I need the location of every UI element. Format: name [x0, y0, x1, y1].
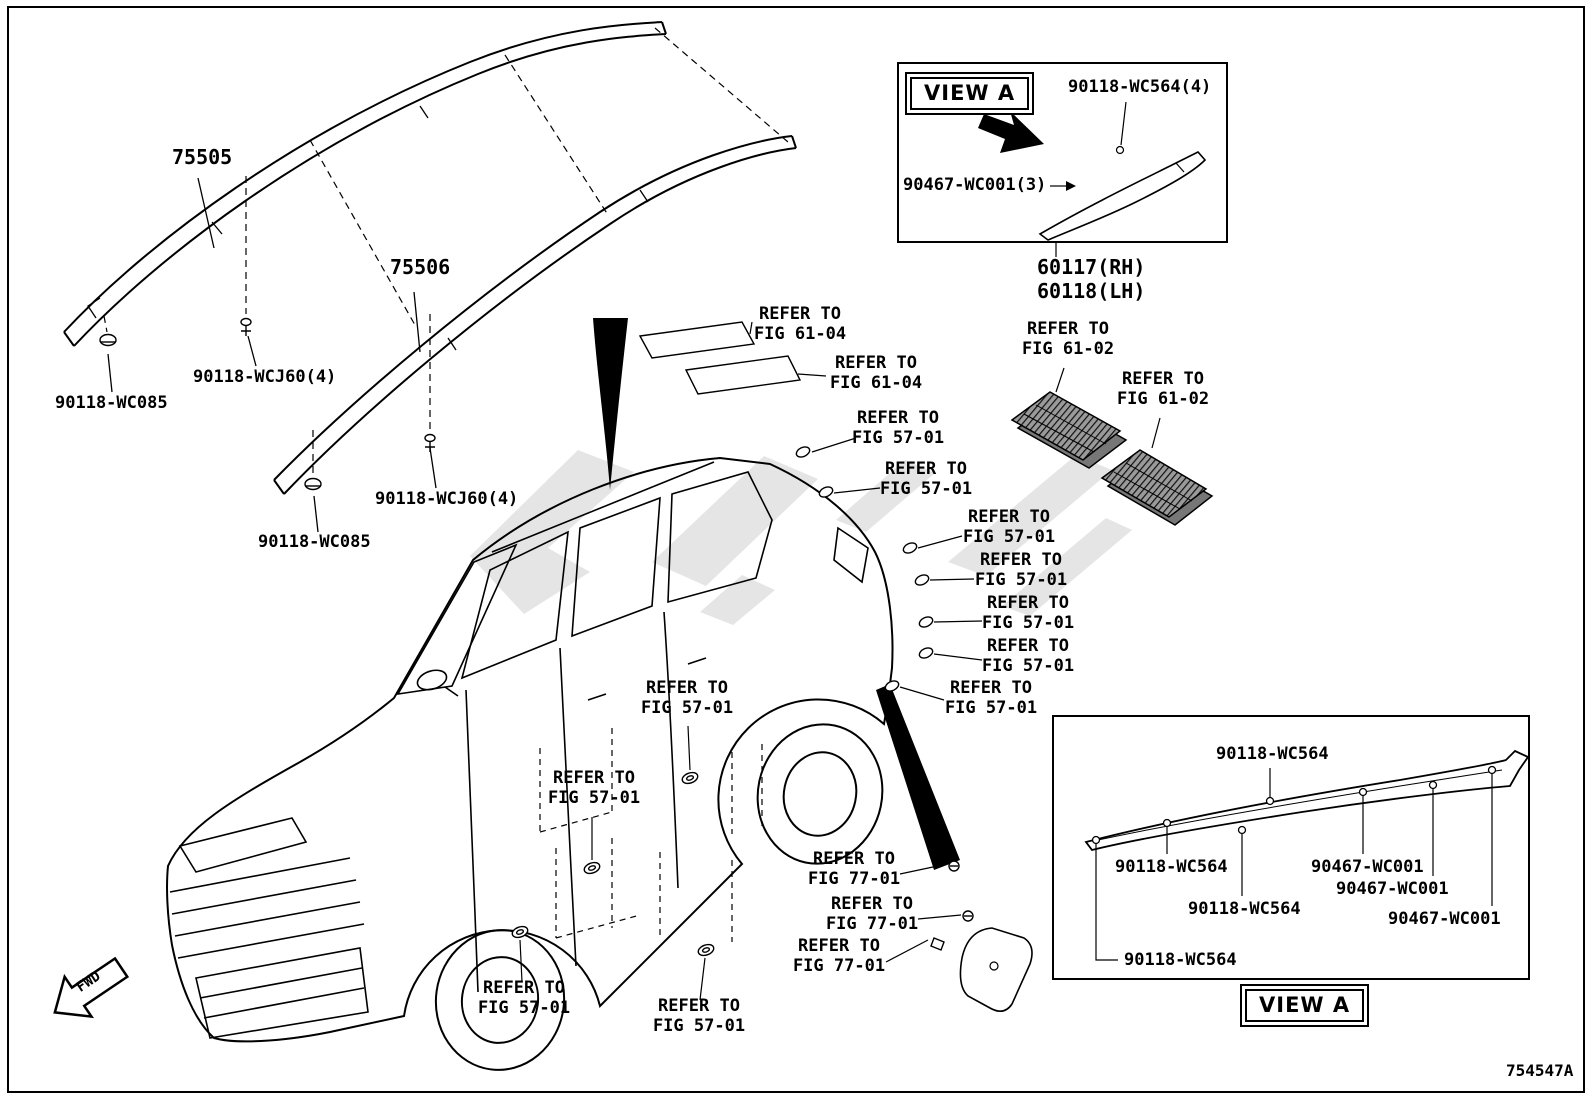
view-a-bottom-title-box: VIEW A	[1240, 984, 1370, 1027]
part-number-90118-wc564-qty4[interactable]: 90118-WC564(4)	[1068, 77, 1212, 97]
view-a-bottom-title: VIEW A	[1245, 989, 1365, 1022]
clip-icons	[511, 446, 934, 957]
callout-fig-77-01[interactable]: REFER TO FIG 77-01	[807, 849, 901, 889]
view-a-top-title: VIEW A	[910, 77, 1030, 110]
part-number-75505[interactable]: 75505	[172, 145, 233, 169]
view-a-bottom-art	[1084, 749, 1530, 961]
callout-fig-61-02[interactable]: REFER TO FIG 61-02	[1021, 319, 1115, 359]
pointer-wedge	[876, 684, 960, 870]
vehicle-drawing	[166, 456, 894, 1071]
callout-fig-57-01[interactable]: REFER TO FIG 57-01	[547, 768, 641, 808]
page-border	[7, 6, 1585, 1093]
film-parts	[638, 321, 802, 395]
fastener-label-90467-wc001[interactable]: 90467-WC001	[1311, 857, 1424, 877]
callout-fig-61-04[interactable]: REFER TO FIG 61-04	[829, 353, 923, 393]
grommet-icon	[99, 333, 117, 347]
fastener-label-90118-wc564[interactable]: 90118-WC564	[1124, 950, 1237, 970]
screw-icon	[240, 317, 252, 327]
callout-fig-61-04[interactable]: REFER TO FIG 61-04	[753, 304, 847, 344]
fwd-arrow-icon	[53, 956, 130, 1019]
part-number-60117-rh[interactable]: 60117(RH)	[1037, 255, 1146, 279]
callout-fig-57-01[interactable]: REFER TO FIG 57-01	[640, 678, 734, 718]
view-a-top-title-box: VIEW A	[905, 72, 1035, 115]
callout-fig-57-01[interactable]: REFER TO FIG 57-01	[944, 678, 1038, 718]
pointer-wedge	[593, 318, 628, 490]
part-number-90467-wc001-qty3[interactable]: 90467-WC001(3)	[903, 175, 1047, 195]
screw-icon	[424, 433, 436, 443]
callout-fig-57-01[interactable]: REFER TO FIG 57-01	[962, 507, 1056, 547]
callout-fig-57-01[interactable]: REFER TO FIG 57-01	[879, 459, 973, 499]
part-number-75506[interactable]: 75506	[390, 255, 451, 279]
callout-fig-77-01[interactable]: REFER TO FIG 77-01	[792, 936, 886, 976]
callout-fig-57-01[interactable]: REFER TO FIG 57-01	[851, 408, 945, 448]
callout-fig-57-01[interactable]: REFER TO FIG 57-01	[981, 636, 1075, 676]
grommet-icon	[304, 477, 322, 491]
fastener-label-90118-wc564[interactable]: 90118-WC564	[1115, 857, 1228, 877]
callout-fig-61-02[interactable]: REFER TO FIG 61-02	[1116, 369, 1210, 409]
part-number-90118-wcj60-lower[interactable]: 90118-WCJ60(4)	[375, 489, 519, 509]
part-number-90118-wc085-lower[interactable]: 90118-WC085	[258, 532, 371, 552]
callout-fig-57-01[interactable]: REFER TO FIG 57-01	[974, 550, 1068, 590]
fastener-label-90118-wc564[interactable]: 90118-WC564	[1216, 744, 1329, 764]
view-a-top-art	[978, 101, 1207, 257]
callout-fig-57-01[interactable]: REFER TO FIG 57-01	[652, 996, 746, 1036]
fastener-label-90467-wc001[interactable]: 90467-WC001	[1388, 909, 1501, 929]
fuel-lid-part	[930, 860, 1033, 1012]
watermark	[470, 450, 1132, 625]
callout-fig-57-01[interactable]: REFER TO FIG 57-01	[477, 978, 571, 1018]
fastener-label-90118-wc564[interactable]: 90118-WC564	[1188, 899, 1301, 919]
view-direction-arrow-icon	[978, 111, 1044, 153]
vehicle-details	[169, 461, 869, 1039]
part-number-60118-lh[interactable]: 60118(LH)	[1037, 279, 1146, 303]
view-a-bottom-box	[1052, 715, 1530, 980]
part-number-90118-wcj60-upper[interactable]: 90118-WCJ60(4)	[193, 367, 337, 387]
vent-grille-parts	[1010, 391, 1214, 526]
fastener-label-90467-wc001[interactable]: 90467-WC001	[1336, 879, 1449, 899]
leader-lines	[519, 321, 1161, 1001]
callout-fig-57-01[interactable]: REFER TO FIG 57-01	[981, 593, 1075, 633]
drawing-number: 754547A	[1506, 1061, 1574, 1080]
part-number-90118-wc085-upper[interactable]: 90118-WC085	[55, 393, 168, 413]
roof-rail-drawings	[63, 21, 797, 495]
view-a-top-box	[897, 62, 1228, 243]
callout-fig-77-01[interactable]: REFER TO FIG 77-01	[825, 894, 919, 934]
